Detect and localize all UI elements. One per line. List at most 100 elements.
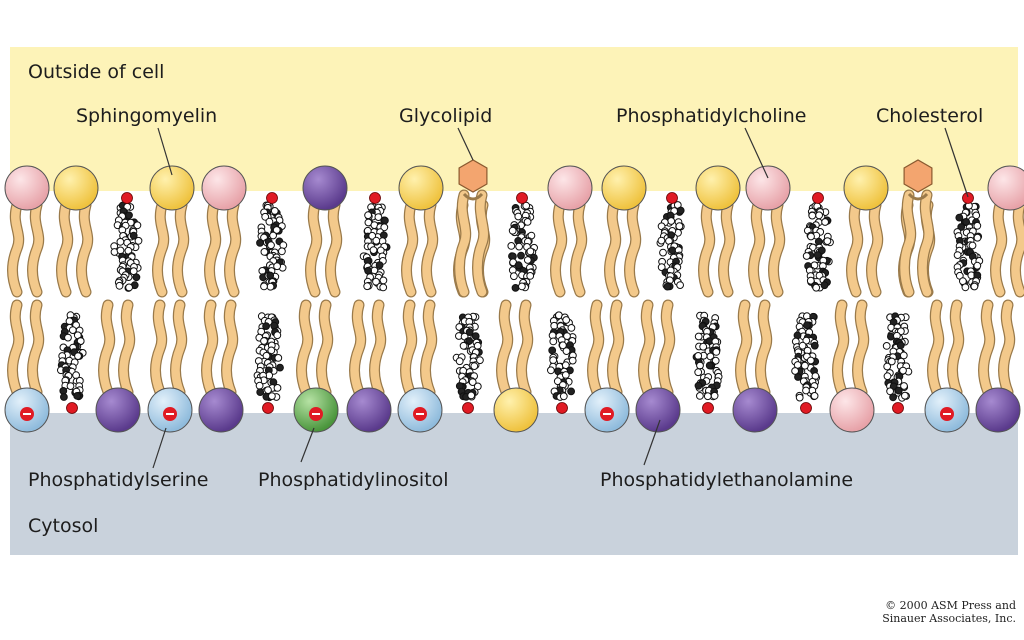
cholesterol-atom: [802, 386, 810, 395]
fatty-acid-tail: [719, 200, 734, 297]
fatty-acid-tail: [8, 300, 23, 397]
cholesterol-atom: [712, 348, 721, 356]
cholesterol-hydroxyl: [702, 402, 714, 414]
fatty-acid-tail: [297, 300, 312, 397]
fatty-acid-tail: [205, 200, 220, 297]
cholesterol-atom: [455, 357, 464, 366]
fatty-acid-tail: [57, 200, 72, 297]
cholesterol-atom: [801, 361, 809, 370]
cholesterol-atom: [703, 392, 712, 401]
fatty-acid-tail: [769, 200, 784, 297]
cholesterol-atom: [899, 351, 908, 360]
fatty-acid-tail: [473, 190, 488, 297]
cholesterol-atom: [380, 223, 389, 232]
cholesterol-atom: [255, 381, 264, 390]
cholesterol-molecules: [57, 192, 984, 414]
cholesterol-atom: [526, 247, 535, 256]
cholesterol-atom: [129, 231, 138, 240]
phosphatidylethanolamine-head: [635, 387, 681, 433]
cholesterol-atom: [806, 276, 815, 285]
cholesterol-atom: [886, 387, 894, 396]
lipid-tails: [7, 189, 1024, 398]
cholesterol-atom: [364, 266, 373, 275]
fatty-acid-tail: [699, 200, 714, 297]
fatty-acid-tail: [918, 190, 933, 297]
cholesterol-atom: [567, 387, 575, 396]
cholesterol-atom: [659, 248, 667, 257]
cholesterol-atom: [372, 236, 381, 245]
sphingomyelin-head: [53, 165, 99, 211]
sphingomyelin-head: [493, 387, 539, 433]
cholesterol-atom: [883, 372, 892, 381]
cholesterol-atom: [256, 388, 265, 397]
cholesterol-atom: [374, 213, 383, 222]
outside-label: Outside of cell: [28, 61, 164, 83]
cholesterol-atom: [526, 272, 535, 280]
cholesterol-atom: [549, 337, 558, 346]
phosphatidylethanolamine-label: Phosphatidylethanolamine: [600, 469, 853, 491]
fatty-acid-tail: [173, 200, 188, 297]
phosphatidylethanolamine-head: [346, 387, 392, 433]
cholesterol-atom: [262, 322, 271, 331]
fatty-acid-tail: [350, 300, 365, 397]
leader-lines: [152, 127, 969, 469]
cholesterol-atom: [273, 384, 282, 392]
cholesterol-atom: [269, 231, 278, 240]
phosphatidylcholine-head: [829, 387, 875, 433]
cholesterol-atom: [821, 218, 829, 226]
fatty-acid-tail: [749, 200, 764, 297]
cholesterol-hydroxyl: [556, 402, 568, 414]
cholesterol-atom: [134, 236, 143, 245]
fatty-acid-tail: [833, 300, 848, 397]
cholesterol-atom: [265, 217, 274, 226]
cholesterol-atom: [116, 237, 125, 246]
sphingomyelin-head: [149, 165, 195, 211]
cholesterol-atom: [812, 283, 821, 292]
cholesterol-atom: [372, 277, 380, 286]
cholesterol-atom: [889, 393, 897, 402]
cholesterol-atom: [973, 221, 982, 230]
phosphatidylethanolamine-head: [198, 387, 244, 433]
cholesterol-atom: [273, 331, 282, 340]
fatty-acid-tail: [202, 300, 217, 397]
cholesterol-hydroxyl: [266, 192, 278, 204]
cholesterol-hydroxyl: [666, 192, 678, 204]
cholesterol-atom: [467, 391, 476, 400]
cholesterol-atom: [368, 231, 377, 240]
cholesterol-atom: [802, 336, 811, 345]
phosphatidylethanolamine-head: [302, 165, 348, 211]
cholesterol-atom: [957, 223, 966, 231]
cholesterol-hydroxyl: [962, 192, 974, 204]
sphingomyelin-head: [398, 165, 444, 211]
fatty-acid-tail: [455, 190, 470, 297]
fatty-acid-tail: [28, 200, 43, 297]
cholesterol-atom: [73, 392, 82, 400]
cholesterol-atom: [508, 226, 517, 235]
phosphatidylcholine-head: [201, 165, 247, 211]
phosphatidylethanolamine-head: [975, 387, 1021, 433]
cholesterol-atom: [696, 361, 704, 370]
fatty-acid-tail: [853, 300, 868, 397]
sphingomyelin-label: Sphingomyelin: [76, 105, 217, 127]
cholesterol-atom: [813, 251, 822, 259]
cholesterol-atom: [514, 261, 523, 270]
cholesterol-atom: [887, 357, 896, 366]
phosphatidylethanolamine-head: [732, 387, 778, 433]
cholesterol-atom: [676, 206, 685, 215]
fatty-acid-tail: [736, 300, 751, 397]
cholesterol-atom: [657, 263, 666, 272]
cholesterol-atom: [266, 282, 275, 291]
phosphatidylcholine-head: [547, 165, 593, 211]
cholesterol-atom: [260, 248, 269, 256]
cholesterol-atom: [968, 241, 977, 250]
cholesterol-atom: [468, 378, 477, 387]
cholesterol-atom: [794, 373, 802, 381]
cholesterol-atom: [514, 212, 523, 221]
cholesterol-atom: [970, 282, 979, 291]
cholesterol-atom: [901, 391, 909, 400]
cholesterol-atom: [568, 356, 577, 365]
cytosol-region: [10, 413, 1018, 555]
cholesterol-atom: [562, 347, 571, 356]
fatty-acid-tail: [326, 200, 341, 297]
glycolipid-link: [462, 192, 484, 201]
